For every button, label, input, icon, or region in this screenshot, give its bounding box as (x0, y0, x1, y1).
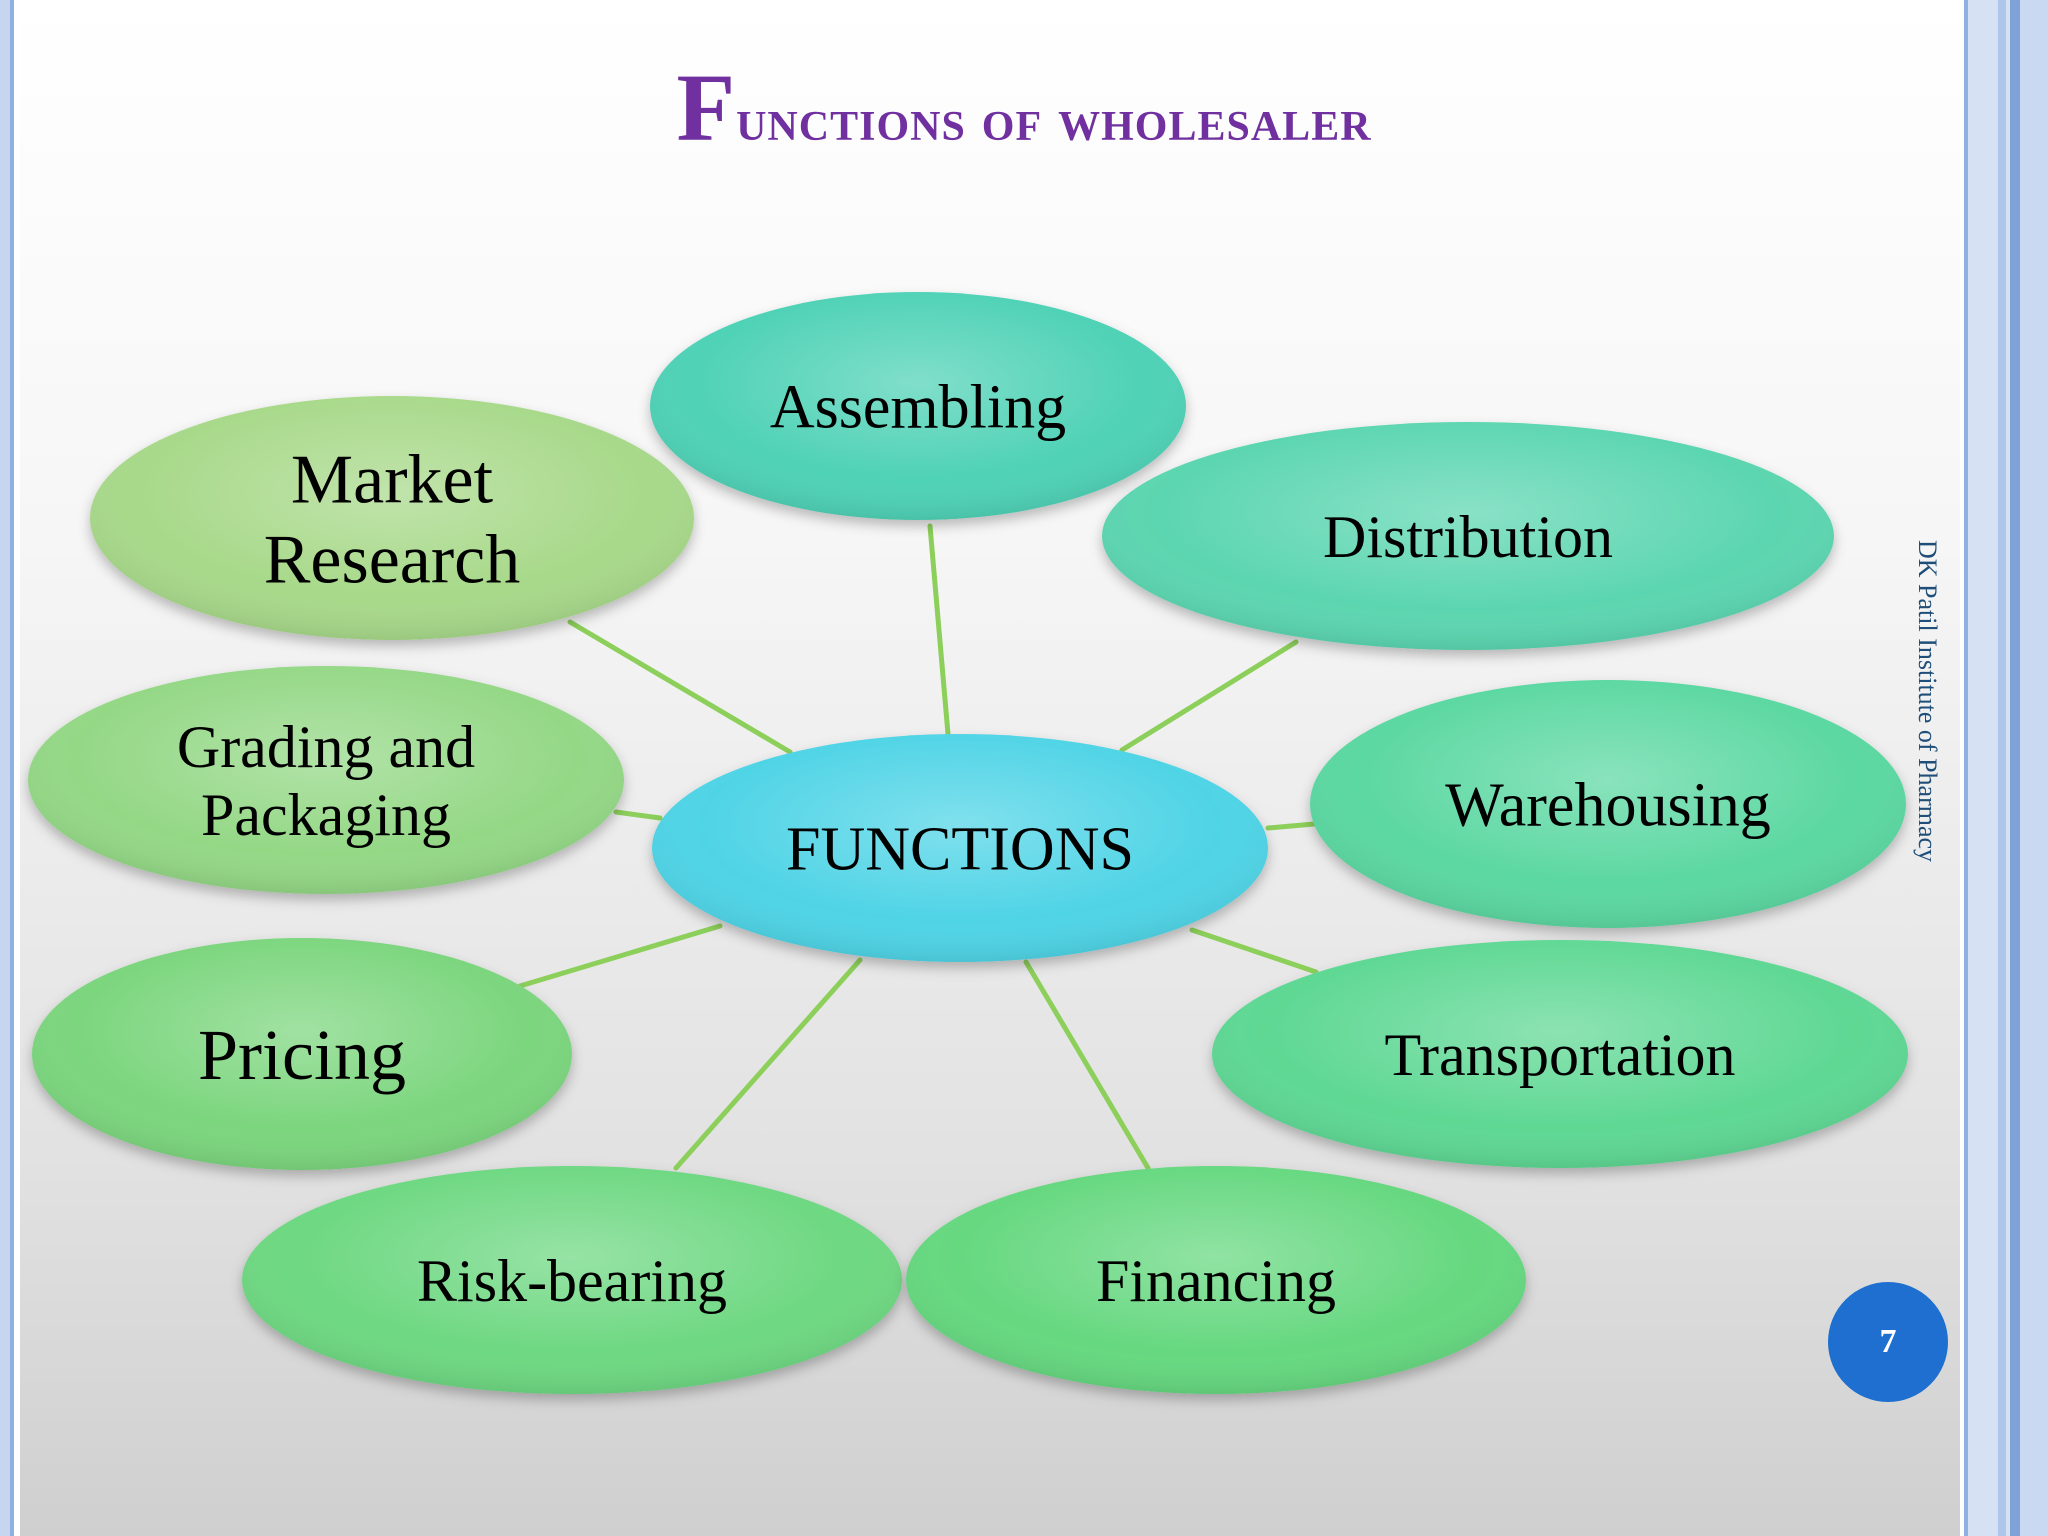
node-distribution-shading (1102, 422, 1834, 650)
node-transportation-shading (1212, 940, 1908, 1168)
connector-warehousing (1265, 821, 1317, 831)
node-functions-center: FUNCTIONS (652, 734, 1268, 962)
node-financing: Financing (906, 1166, 1526, 1394)
connector-assembling (927, 523, 951, 737)
node-risk-bearing: Risk-bearing (242, 1166, 902, 1394)
node-market-research-label-line: Research (264, 522, 521, 599)
connector-grading-packaging (613, 809, 663, 821)
node-warehousing-shading (1310, 680, 1906, 928)
node-assembling: Assembling (650, 292, 1186, 520)
node-financing-label: Financing (1096, 1248, 1336, 1314)
node-functions-center-shading (652, 734, 1268, 962)
institute-credit: DK Patil Institute of Pharmacy (1913, 540, 1942, 863)
node-distribution: Distribution (1102, 422, 1834, 650)
node-risk-bearing-shading (242, 1166, 902, 1394)
connector-financing (1023, 959, 1151, 1171)
node-warehousing-label: Warehousing (1445, 772, 1771, 840)
connector-distribution (1119, 639, 1299, 753)
page-number-badge: 7 (1828, 1282, 1948, 1402)
node-financing-label-line: Financing (1096, 1248, 1336, 1314)
node-market-research-label-line: Market (291, 442, 494, 519)
node-grading-packaging-label-line: Grading and (177, 714, 475, 780)
node-grading-packaging-shading (28, 666, 624, 894)
node-warehousing: Warehousing (1310, 680, 1906, 928)
node-pricing-shading (32, 938, 572, 1170)
node-distribution-label: Distribution (1323, 504, 1613, 570)
left-border-stripe (0, 0, 20, 1536)
connector-pricing (517, 923, 723, 989)
right-border-stripes (1960, 0, 2048, 1536)
node-grading-packaging-label-line: Packaging (201, 782, 451, 848)
node-functions-center-label-line: FUNCTIONS (786, 816, 1134, 884)
node-pricing-label: Pricing (198, 1015, 406, 1095)
node-transportation-label-line: Transportation (1384, 1022, 1735, 1088)
connector-risk-bearing (673, 957, 863, 1171)
connector-transportation (1189, 927, 1319, 975)
node-pricing-label-line: Pricing (198, 1015, 406, 1095)
node-risk-bearing-label-line: Risk-bearing (417, 1248, 727, 1314)
node-assembling-label-line: Assembling (770, 374, 1066, 442)
node-warehousing-label-line: Warehousing (1445, 772, 1771, 840)
slide-title: Functions of wholesaler (676, 54, 1372, 161)
node-functions-center-label: FUNCTIONS (786, 816, 1134, 884)
node-assembling-label: Assembling (770, 374, 1066, 442)
node-financing-shading (906, 1166, 1526, 1394)
node-transportation-label: Transportation (1384, 1022, 1735, 1088)
node-market-research-shading (90, 396, 694, 640)
node-distribution-label-line: Distribution (1323, 504, 1613, 570)
node-assembling-shading (650, 292, 1186, 520)
node-risk-bearing-label: Risk-bearing (417, 1248, 727, 1314)
node-pricing: Pricing (32, 938, 572, 1170)
center-node: FUNCTIONS (652, 734, 1268, 962)
connector-lines (517, 523, 1319, 1171)
node-transportation: Transportation (1212, 940, 1908, 1168)
connector-market-research (567, 619, 793, 755)
